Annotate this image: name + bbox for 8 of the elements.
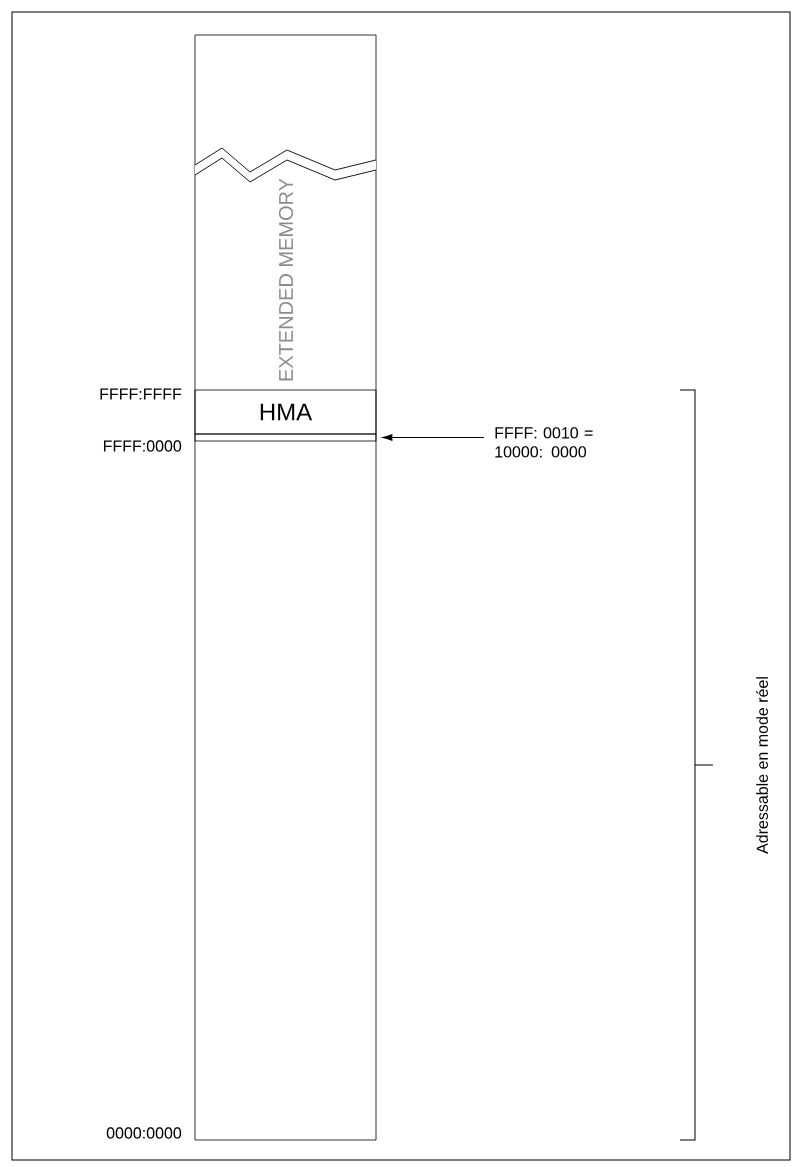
address-text: FFFF: 0010 = 10000: 0000: [495, 427, 593, 458]
memory-band: HMA: [194, 389, 377, 435]
range-label: Adressable en mode réel: [756, 677, 768, 854]
address-label: FFFF:FFFF: [100, 388, 182, 400]
arrow: [382, 434, 485, 441]
thin-band: [194, 433, 377, 442]
address-label: 0000:0000: [106, 1127, 182, 1139]
address-label: FFFF:0000: [104, 440, 182, 452]
